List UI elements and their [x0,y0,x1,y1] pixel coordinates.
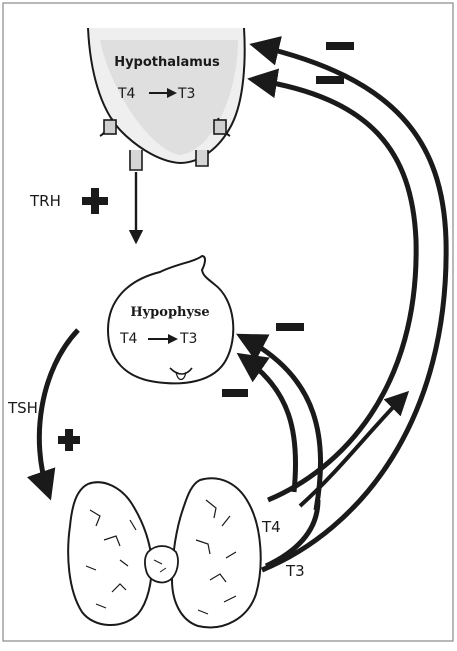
trh-label: TRH [29,192,61,210]
minus-icon-top-right [326,42,354,50]
nerve-stub-left [104,120,116,134]
hypothalamus-t4-label: T4 [117,86,136,102]
hypophyse-title: Hypophyse [130,305,209,320]
hypothalamus-t3-label: T3 [177,86,195,102]
hypothalamus: Hypothalamus T4 T3 [88,28,245,170]
thyroid-right-lobe [172,478,261,627]
minus-icon-hypothalamus [316,76,344,84]
thyroid-left-lobe [68,482,152,625]
hypothalamus-title: Hypothalamus [114,55,220,70]
tsh-label: TSH [7,399,38,417]
thyroid-gland [68,478,260,627]
plus-icon-trh [82,188,108,214]
minus-icon-hypophyse-lower [222,389,248,397]
plus-icon-tsh [58,429,80,451]
t4-feedback-arrow-to-hypophyse [244,358,296,492]
minus-icon-hypophyse-upper [276,323,304,331]
t3-label: T3 [285,562,305,580]
hypophyse-t3-label: T3 [179,331,197,347]
t4-label: T4 [261,518,281,536]
t4-feedback-arrow-to-hypothalamus [256,80,416,500]
nerve-stub-right [214,120,226,134]
tsh-arrow [39,330,78,492]
t3-branch-arrow [300,396,404,506]
hypophyse: Hypophyse T4 T3 [108,256,233,383]
hypophyse-t4-label: T4 [119,331,138,347]
